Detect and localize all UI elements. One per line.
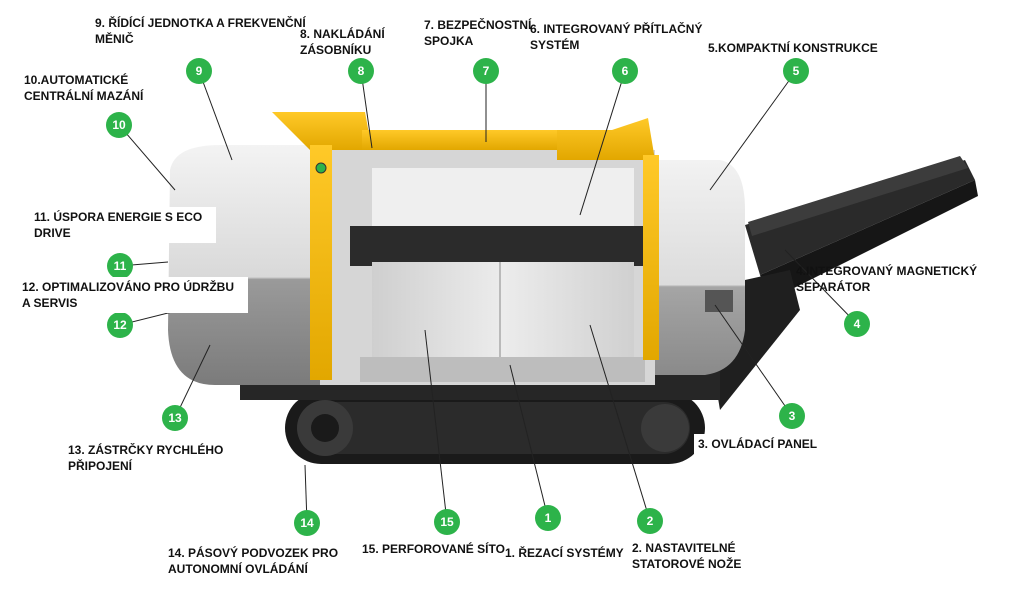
callout-label-8: 8. NAKLÁDÁNÍ ZÁSOBNÍKU (300, 27, 385, 57)
leader-line-1 (509, 364, 549, 519)
callout-badge-number-6: 6 (622, 64, 629, 78)
callout-badge-number-14: 14 (300, 516, 314, 530)
leader-line-4 (784, 249, 858, 325)
callout-label-5: 5.KOMPAKTNÍ KONSTRUKCE (708, 41, 878, 55)
leader-line-13 (174, 344, 211, 419)
callout-badge-number-13: 13 (168, 411, 182, 425)
leader-line-10 (118, 124, 176, 191)
callout-label-12: 12. OPTIMALIZOVÁNO PRO ÚDRŽBU A SERVIS (18, 277, 248, 313)
callout-label-11: 11. ÚSPORA ENERGIE S ECO DRIVE (30, 207, 216, 243)
callout-badge-11 (107, 253, 133, 279)
leader-line-6 (579, 70, 626, 216)
callout-badge-number-10: 10 (112, 118, 126, 132)
leader-line-15 (424, 329, 448, 523)
callout-label-7: 7. BEZPEČNOSTNÍ SPOJKA (424, 18, 532, 48)
callout-badge-6 (612, 58, 638, 84)
machine-body (168, 145, 745, 385)
callout-badge-number-9: 9 (196, 64, 203, 78)
callout-badge-1 (535, 505, 561, 531)
callout-badge-9 (186, 58, 212, 84)
callout-label-9: 9. ŘÍDÍCÍ JEDNOTKA A FREKVENČNÍ MĚNIČ (95, 16, 306, 46)
callout-label-13: 13. ZÁSTRČKY RYCHLÉHO PŘIPOJENÍ (64, 440, 272, 476)
leader-line-2 (589, 324, 651, 522)
callout-badge-number-3: 3 (789, 409, 796, 423)
callout-badge-12 (107, 312, 133, 338)
conveyor-belt (700, 156, 978, 410)
callout-label-4: 4.INTEGROVANÝ MAGNETICKÝ SEPARÁTOR (796, 264, 978, 294)
callout-badge-15 (434, 509, 460, 535)
callout-badge-10 (106, 112, 132, 138)
callout-label-3: 3. OVLÁDACÍ PANEL (694, 434, 842, 454)
callout-label-1: 1. ŘEZACÍ SYSTÉMY (505, 546, 624, 560)
callout-badge-13 (162, 405, 188, 431)
callout-label-10: 10.AUTOMATICKÉ CENTRÁLNÍ MAZÁNÍ (24, 73, 144, 103)
leader-line-5 (709, 70, 797, 191)
callout-label-6: 6. INTEGROVANÝ PŘÍTLAČNÝ SYSTÉM (530, 22, 703, 52)
callout-badge-7 (473, 58, 499, 84)
callout-badge-number-1: 1 (545, 511, 552, 525)
callout-badge-number-15: 15 (440, 515, 454, 529)
callout-label-14: 14. PÁSOVÝ PODVOZEK PRO AUTONOMNÍ OVLÁDÁ… (168, 546, 339, 576)
leader-line-9 (198, 70, 233, 161)
callout-badge-number-12: 12 (113, 318, 127, 332)
callout-badge-number-4: 4 (854, 317, 861, 331)
callout-badge-number-8: 8 (358, 64, 365, 78)
yellow-hopper-frame (272, 112, 659, 380)
callout-badge-number-7: 7 (483, 64, 490, 78)
callout-badge-4 (844, 311, 870, 337)
callout-badge-5 (783, 58, 809, 84)
callout-label-15: 15. PERFOROVANÉ SÍTO (362, 542, 505, 556)
callout-badge-2 (637, 508, 663, 534)
callout-badge-number-5: 5 (793, 64, 800, 78)
leader-line-3 (714, 304, 793, 417)
callout-badge-3 (779, 403, 805, 429)
leader-lines (118, 70, 858, 524)
callout-badge-14 (294, 510, 320, 536)
callout-badge-number-2: 2 (647, 514, 654, 528)
callout-badge-8 (348, 58, 374, 84)
callout-badge-number-11: 11 (114, 259, 127, 273)
callout-label-2: 2. NASTAVITELNÉ STATOROVÉ NOŽE (632, 541, 742, 571)
